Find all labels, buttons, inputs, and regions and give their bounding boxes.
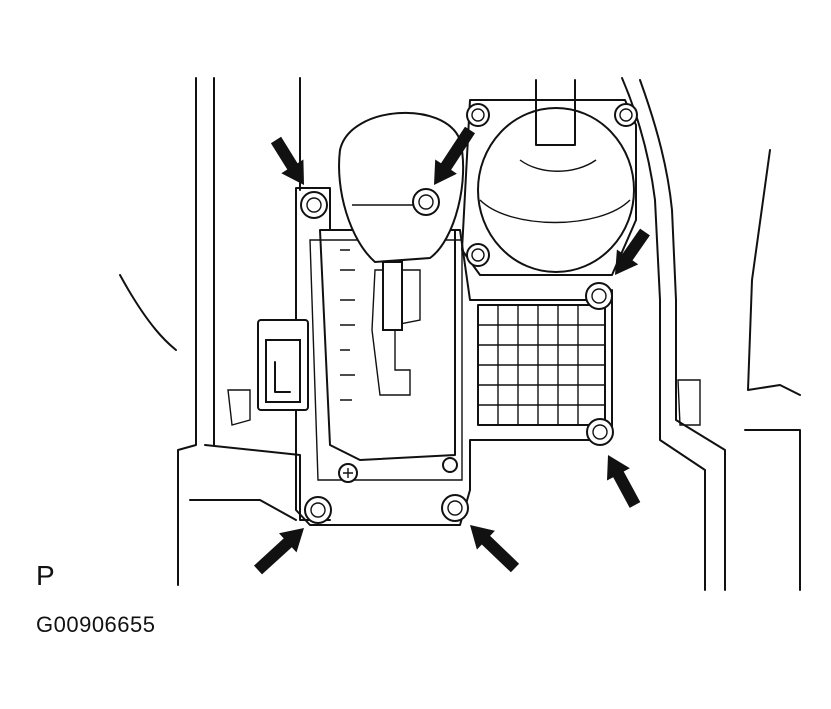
bolt-boot-right — [614, 103, 638, 127]
position-label: P — [36, 560, 55, 591]
shift-boot — [461, 79, 637, 276]
arrow-knob-bolt-icon — [434, 126, 475, 185]
bolt-lower-left — [304, 496, 332, 524]
bolt-knob — [412, 188, 440, 216]
figure-id: G00906655 — [36, 612, 156, 637]
console-outline — [119, 77, 801, 591]
bolt-lower-middle — [441, 494, 469, 522]
bolt-right-upper — [585, 282, 613, 310]
arrow-right-lower-icon — [607, 455, 641, 508]
arrow-layer — [254, 126, 650, 575]
bolt-right-lower — [586, 418, 614, 446]
arrow-lower-left-icon — [254, 528, 304, 575]
arrow-upper-left-icon — [270, 136, 304, 185]
shift-knob — [338, 111, 465, 331]
arrow-right-upper-icon — [615, 228, 650, 275]
bolts — [300, 103, 638, 524]
screw-small-right — [442, 457, 458, 473]
bolt-upper-left — [300, 191, 328, 219]
bolt-boot-lower — [466, 243, 490, 267]
bolt-boot-left — [466, 103, 490, 127]
grid-housing — [477, 304, 606, 426]
electrical-connector — [257, 319, 309, 411]
screw-small — [338, 463, 358, 483]
arrow-lower-middle-icon — [470, 525, 520, 573]
